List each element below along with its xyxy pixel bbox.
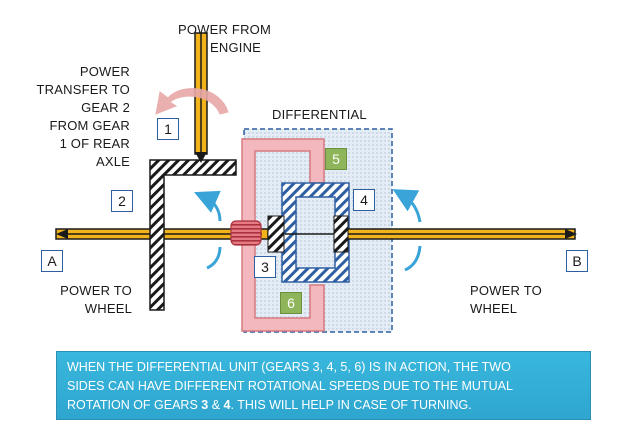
gear-3-block-right <box>333 215 349 253</box>
note-line-2: SIDES CAN HAVE DIFFERENT ROTATIONAL SPEE… <box>67 379 513 393</box>
note-line-3: ROTATION OF GEARS 3 & 4. THIS WILL HELP … <box>67 396 580 415</box>
wheel-left-line-1: POWER TO <box>60 283 132 298</box>
wheel-right-line-1: POWER TO <box>470 283 542 298</box>
gear-2-marker: 2 <box>111 190 133 212</box>
transfer-line-3: GEAR 2 <box>81 100 130 115</box>
power-from-label: POWER FROM <box>178 22 271 37</box>
note-gear-3: 3 <box>201 398 209 412</box>
engine-arrow-head <box>195 152 207 163</box>
arrow-right-head <box>565 229 577 239</box>
engine-label: ENGINE <box>210 40 262 55</box>
engine-rotation-arrow <box>155 88 229 115</box>
note-line-3-post: . THIS WILL HELP IN CASE OF TURNING. <box>230 398 472 412</box>
gear-3-marker: 3 <box>254 256 276 278</box>
gear-4-marker: 4 <box>353 189 375 211</box>
side-a-marker: A <box>41 250 63 272</box>
note-gear-4: 4 <box>223 398 231 412</box>
transfer-line-2: TRANSFER TO <box>36 82 130 97</box>
gear-3-block <box>267 215 285 253</box>
power-to-wheel-right: POWER TO WHEEL <box>470 282 542 318</box>
transfer-line-4: FROM GEAR <box>49 118 130 133</box>
gear-2 <box>149 159 237 311</box>
rotation-arrow-right-bottom <box>404 245 422 272</box>
wheel-left-line-2: WHEEL <box>84 301 132 316</box>
transfer-line-6: AXLE <box>95 154 130 169</box>
gear-6-marker: 6 <box>280 292 302 314</box>
rotation-arrow-left-bottom <box>206 246 222 270</box>
differential-label: DIFFERENTIAL <box>272 107 367 122</box>
gear-5-marker: 5 <box>325 148 347 170</box>
note-line-3-pre: ROTATION OF GEARS <box>67 398 202 412</box>
wheel-right-line-2: WHEEL <box>470 301 518 316</box>
note-line-1: WHEN THE DIFFERENTIAL UNIT (GEARS 3, 4, … <box>67 360 511 374</box>
gear-1-marker: 1 <box>157 118 179 140</box>
arrow-left-head <box>56 229 68 239</box>
side-b-marker: B <box>566 250 588 272</box>
transfer-line-1: POWER <box>79 64 130 79</box>
rotation-arrow-right-top <box>392 189 422 223</box>
transfer-label: POWER TRANSFER TO GEAR 2 FROM GEAR 1 OF … <box>20 63 130 171</box>
transfer-line-5: 1 OF REAR <box>59 136 130 151</box>
coupling-joint <box>230 220 262 246</box>
note-amp: & <box>208 398 224 412</box>
rotation-arrow-left-top <box>194 190 222 222</box>
info-note: WHEN THE DIFFERENTIAL UNIT (GEARS 3, 4, … <box>56 351 591 420</box>
power-to-wheel-left: POWER TO WHEEL <box>36 282 132 318</box>
